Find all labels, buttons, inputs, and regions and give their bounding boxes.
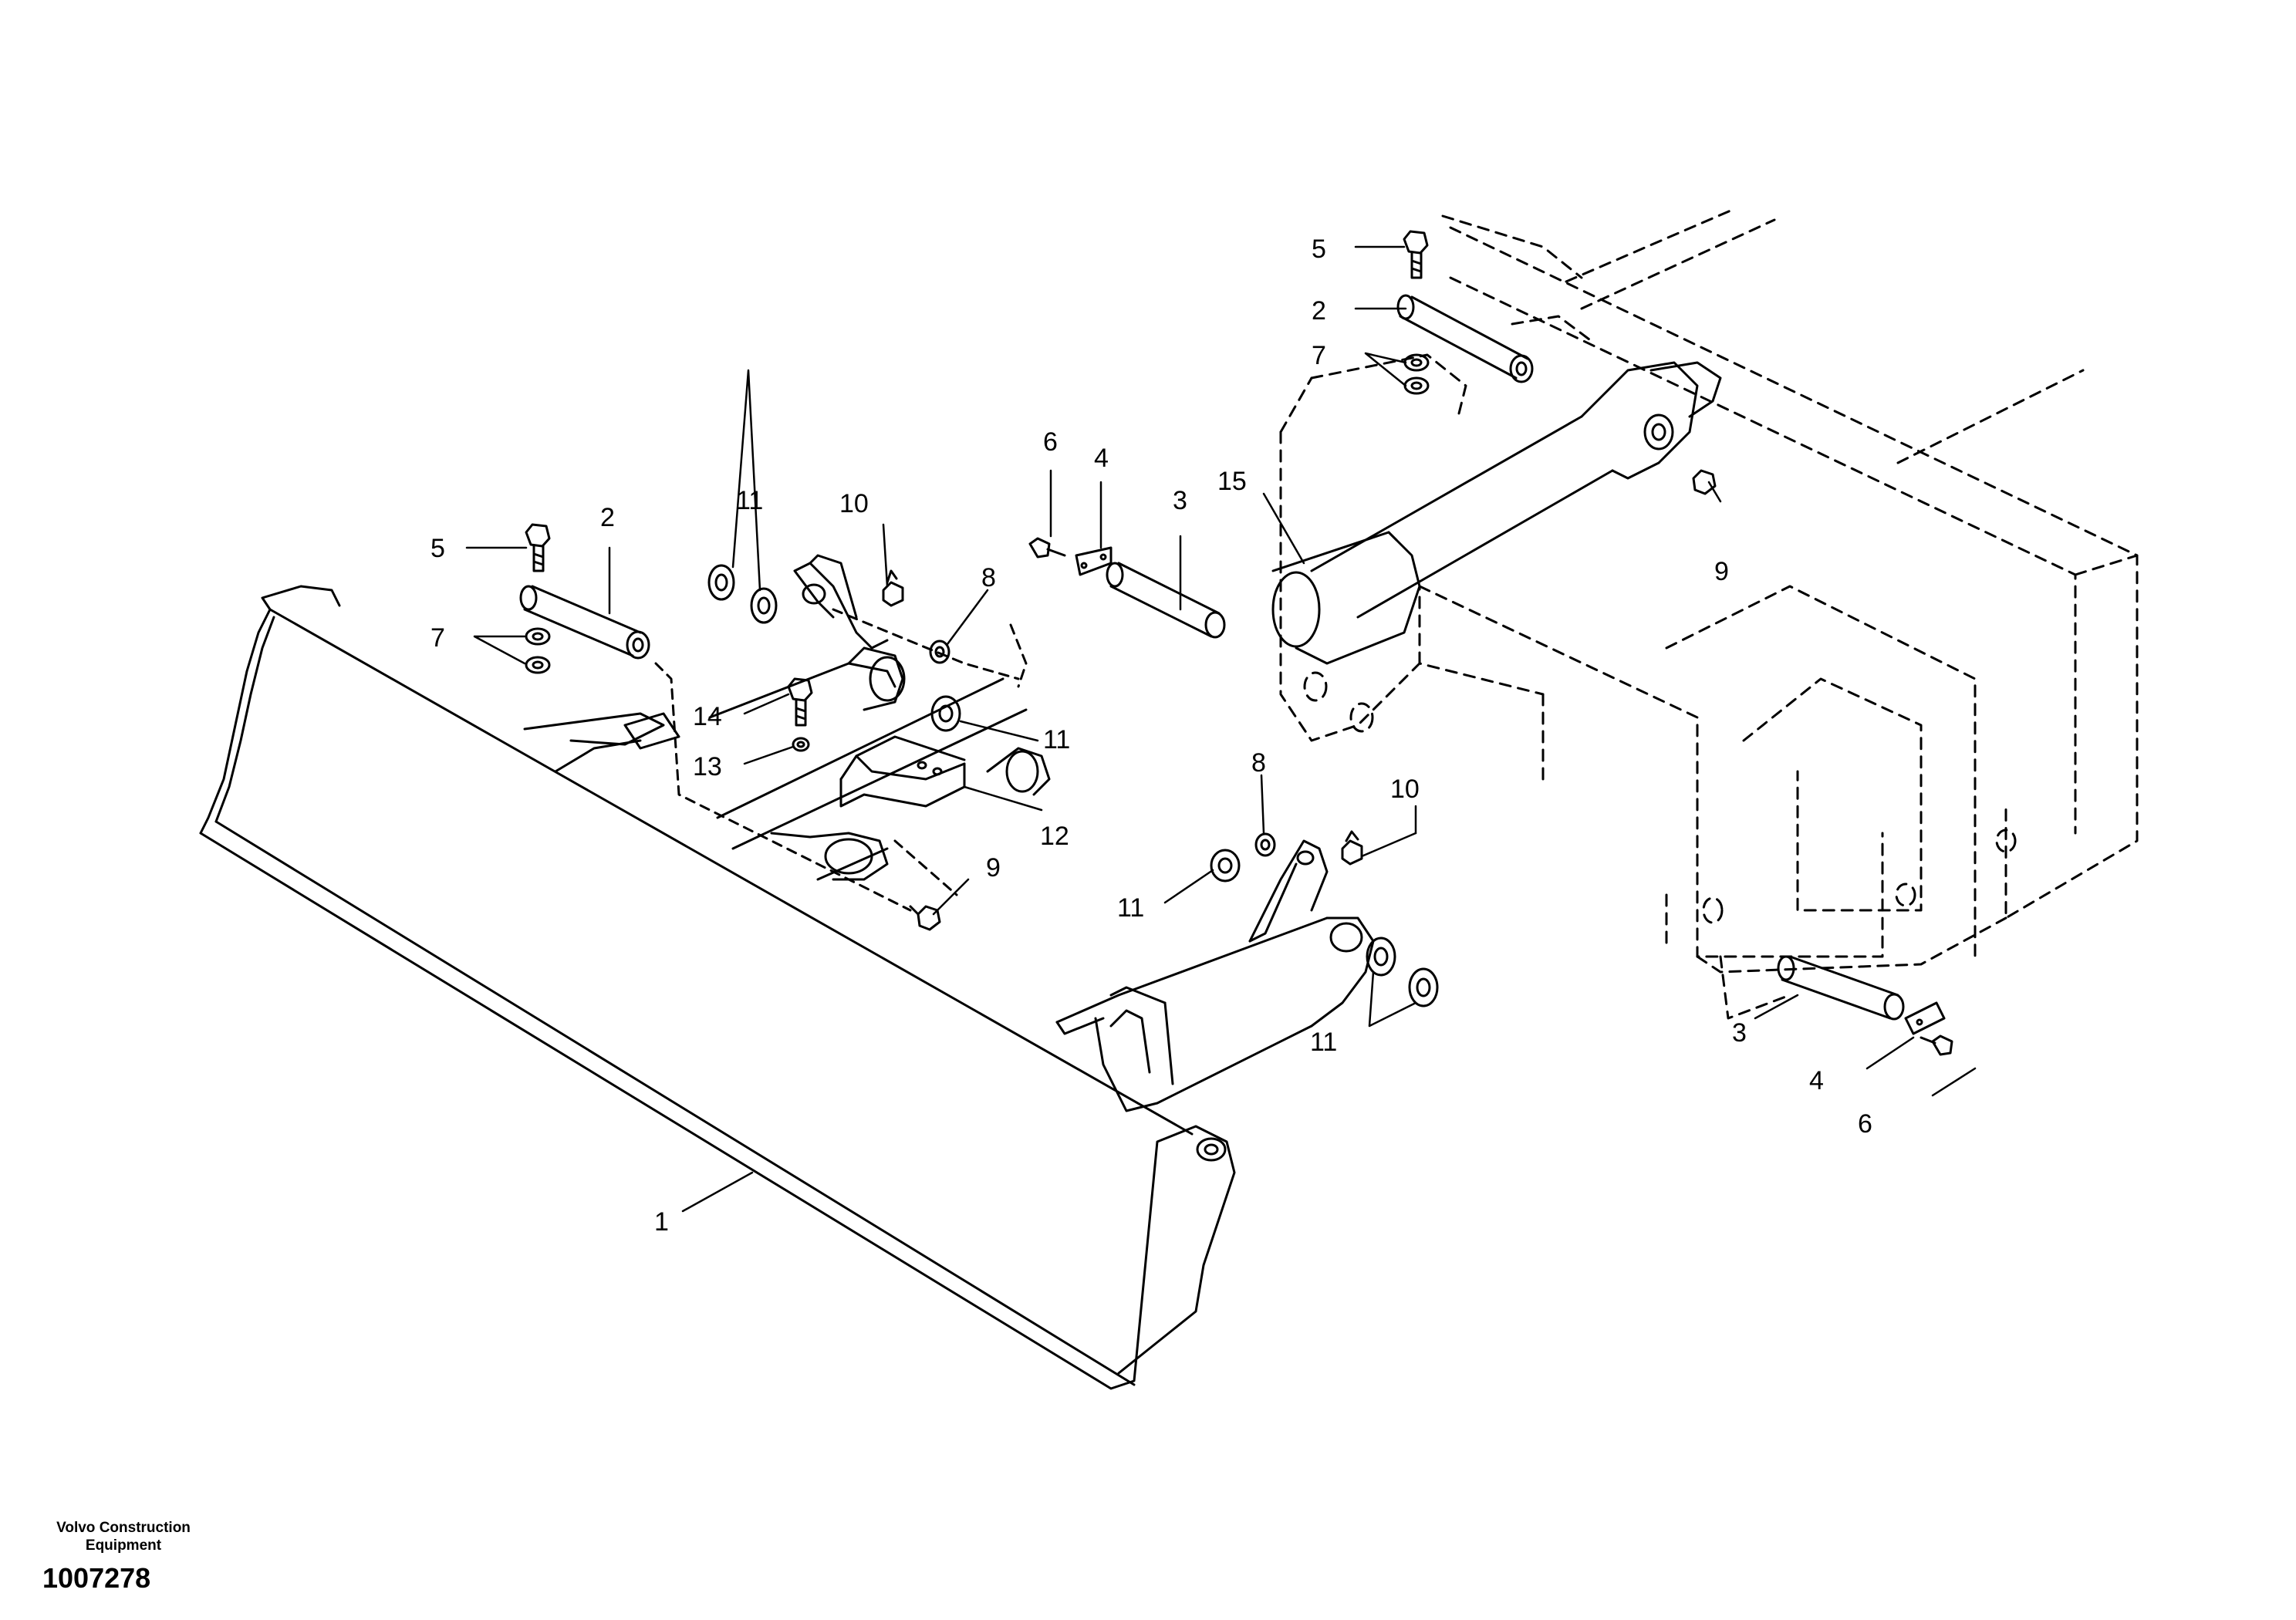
plate-4-top	[1075, 546, 1113, 576]
callout-9-left: 9	[986, 853, 1001, 883]
frame-bracket-outline	[1719, 955, 1791, 1020]
brand-name-line2: Equipment	[85, 1537, 162, 1554]
hydraulic-cylinder	[1271, 361, 1722, 665]
bolt-6-top	[1028, 537, 1066, 559]
callout-8-left: 8	[981, 563, 996, 592]
bolt-5-right	[1403, 230, 1429, 279]
callout-6-top: 6	[1043, 427, 1058, 457]
right-push-arm	[1055, 839, 1375, 1112]
nut-7-left	[525, 627, 551, 674]
callout-2-left: 2	[600, 503, 615, 532]
bolt-5-left	[525, 523, 551, 572]
washer-11-mid	[930, 695, 961, 732]
bolt-6-bottom	[1920, 1034, 1953, 1056]
mounting-bracket	[839, 735, 1051, 808]
callout-11-mid: 11	[1043, 725, 1070, 754]
figure-id: 1007278	[42, 1562, 151, 1594]
callout-11-right-upper: 11	[1117, 893, 1144, 923]
callout-15: 15	[1217, 467, 1247, 496]
grease-fitting-10-right	[1341, 830, 1363, 866]
callout-5-left: 5	[430, 534, 445, 563]
callout-9-right: 9	[1714, 557, 1729, 586]
callout-4-bottom: 4	[1809, 1066, 1824, 1095]
washer-11-right-upper	[1210, 849, 1241, 883]
callout-10-left: 10	[839, 489, 869, 518]
pin-2-left	[519, 585, 650, 660]
assembly-dashed-lines	[654, 608, 1028, 912]
bolt-14	[787, 677, 813, 727]
plate-4-bottom	[1904, 1001, 1946, 1035]
callout-14: 14	[693, 702, 722, 731]
callout-6-bottom: 6	[1858, 1109, 1872, 1139]
callout-1: 1	[654, 1207, 669, 1237]
leader-lines	[465, 245, 1977, 1213]
washer-11-right-lower	[1366, 937, 1439, 1007]
pin-3-bottom	[1777, 955, 1905, 1021]
washer-8-left	[929, 640, 950, 664]
callout-11-upper: 11	[736, 486, 763, 515]
callout-2-right: 2	[1312, 296, 1326, 326]
callout-12: 12	[1040, 822, 1069, 851]
callout-7-right: 7	[1312, 341, 1326, 370]
callout-labels: 1 2 2 3 3 4 4 5 5 6 6 7 7 8 8 9 9 10 10 …	[430, 235, 1872, 1237]
grease-fitting-10-left	[882, 569, 904, 607]
plate-left	[623, 712, 680, 750]
callout-4-top: 4	[1094, 444, 1109, 473]
callout-11-right-lower: 11	[1310, 1028, 1337, 1057]
machine-frame-outline	[1279, 207, 2139, 974]
dozer-blade	[199, 585, 1236, 1390]
callout-3-bottom: 3	[1732, 1018, 1747, 1048]
callout-8-right: 8	[1251, 748, 1266, 778]
grease-fitting-9-left	[909, 905, 941, 931]
callout-13: 13	[693, 752, 722, 781]
pin-2-right	[1396, 294, 1534, 383]
callout-10-right: 10	[1390, 775, 1420, 804]
nut-7-right	[1403, 353, 1430, 395]
washer-8-right	[1254, 832, 1276, 857]
pin-3-top	[1106, 562, 1226, 639]
callout-3-top: 3	[1173, 486, 1187, 515]
grease-fitting-9-right	[1692, 469, 1717, 495]
washer-11-upper-left	[707, 564, 778, 624]
washer-13	[792, 737, 810, 752]
callout-5-right: 5	[1312, 235, 1326, 264]
brand-name-line1: Volvo Construction	[56, 1520, 191, 1536]
callout-7-left: 7	[430, 623, 445, 653]
